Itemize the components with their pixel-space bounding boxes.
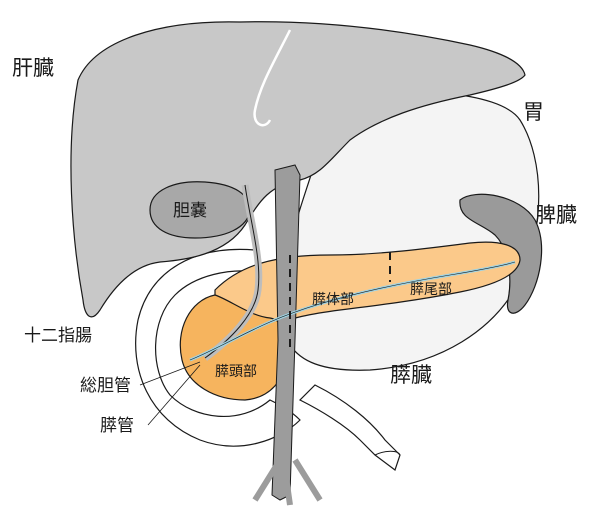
label-gallbladder: 胆嚢 xyxy=(173,203,207,220)
label-duodenum: 十二指腸 xyxy=(24,328,92,345)
label-pancreas-body: 膵体部 xyxy=(312,293,354,307)
label-pancreas: 膵臓 xyxy=(390,365,432,386)
label-stomach: 胃 xyxy=(523,102,544,123)
label-liver: 肝臓 xyxy=(12,58,54,79)
label-pancreatic-duct: 膵管 xyxy=(100,418,134,435)
label-common-bile-duct: 総胆管 xyxy=(80,378,131,395)
label-spleen: 脾臓 xyxy=(535,205,577,226)
label-pancreas-tail: 膵尾部 xyxy=(410,283,452,297)
label-pancreas-head: 膵頭部 xyxy=(215,365,257,379)
duodenum-tail xyxy=(300,385,400,470)
